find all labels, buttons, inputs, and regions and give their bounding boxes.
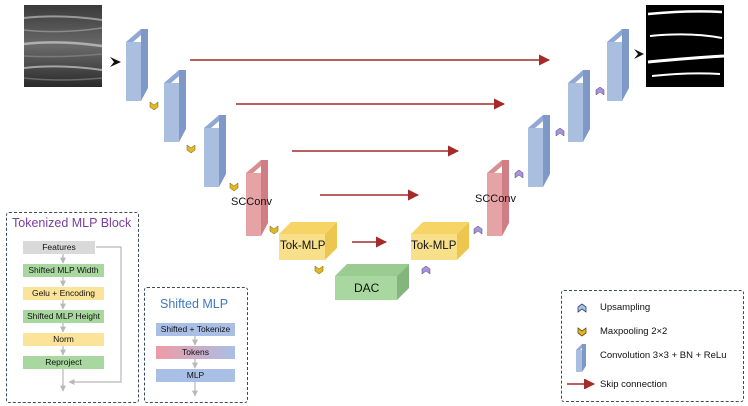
shifted-step-mlp: MLP — [156, 369, 235, 382]
upsample-icon — [514, 169, 524, 179]
tokmlp-left-block — [279, 222, 337, 260]
shifted-mlp-title: Shifted MLP — [160, 297, 229, 311]
shifted-step-tokenize: Shifted + Tokenize — [156, 323, 235, 336]
maxpool-icon — [269, 225, 279, 235]
encoder-scconv-block — [246, 160, 268, 236]
convolution-legend-label: Convolution 3×3 + BN + ReLu — [600, 350, 727, 361]
decoder-conv-block-1 — [528, 115, 550, 187]
output-arrow-icon — [634, 49, 644, 59]
dac-label: DAC — [354, 281, 380, 295]
decoder-scconv-block — [487, 160, 509, 236]
upsampling-legend-label: Upsampling — [600, 302, 651, 313]
tokenized-mlp-block-title: Tokenized MLP Block — [12, 216, 132, 230]
maxpool-icon — [186, 144, 196, 154]
shifted-mlp-panel: Shifted MLP Shifted + Tokenize Tokens ML… — [144, 287, 248, 403]
convolution-legend-icon — [576, 344, 586, 372]
shifted-mlp-flow — [192, 336, 198, 397]
decoder-conv-block-2 — [568, 70, 590, 142]
tokenized-step-shifted-height: Shifted MLP Height — [23, 310, 104, 323]
dac-block — [335, 264, 409, 300]
maxpool-icon — [229, 182, 239, 192]
legend-panel: Upsampling Maxpooling 2×2 Convolution 3×… — [561, 290, 744, 402]
tokmlp-right-label: Tok-MLP — [411, 240, 457, 252]
tokenized-step-shifted-width: Shifted MLP Width — [23, 264, 104, 277]
maxpooling-legend-icon — [577, 327, 587, 337]
input-ultrasound-image — [23, 5, 103, 87]
decoder-conv-block-3 — [607, 29, 629, 101]
upsample-icon — [473, 225, 483, 235]
tokenized-step-reproject: Reproject — [23, 356, 104, 369]
tokenized-step-gelu: Gelu + Encoding — [23, 287, 104, 300]
scconv-right-label: SCConv — [475, 193, 516, 205]
tokmlp-right-block — [411, 222, 469, 260]
skip-connection-legend-icon — [567, 379, 596, 389]
upsample-icon — [421, 265, 431, 275]
upsample-icon — [555, 127, 565, 137]
encoder-conv-block-1 — [126, 29, 148, 101]
scconv-left-label: SCConv — [231, 196, 272, 208]
encoder-conv-block-3 — [204, 115, 226, 187]
maxpool-icon — [314, 265, 324, 275]
output-segmentation-mask — [646, 5, 725, 87]
tokmlp-left-label: Tok-MLP — [280, 240, 326, 252]
tokenized-step-features: Features — [23, 241, 95, 254]
upsampling-legend-icon — [577, 303, 587, 313]
upsample-icon — [595, 86, 605, 96]
tokenized-mlp-block-panel: Tokenized MLP Block Features Shifted MLP… — [6, 212, 139, 403]
input-arrow-icon — [110, 57, 121, 67]
maxpool-icon — [149, 101, 159, 111]
maxpooling-legend-label: Maxpooling 2×2 — [600, 326, 668, 337]
shifted-step-tokens: Tokens — [156, 346, 235, 359]
encoder-conv-block-2 — [164, 70, 186, 142]
tokenized-step-norm: Norm — [23, 333, 104, 346]
skip-connection-legend-label: Skip connection — [600, 379, 668, 390]
tokenized-block-flow — [60, 246, 122, 392]
